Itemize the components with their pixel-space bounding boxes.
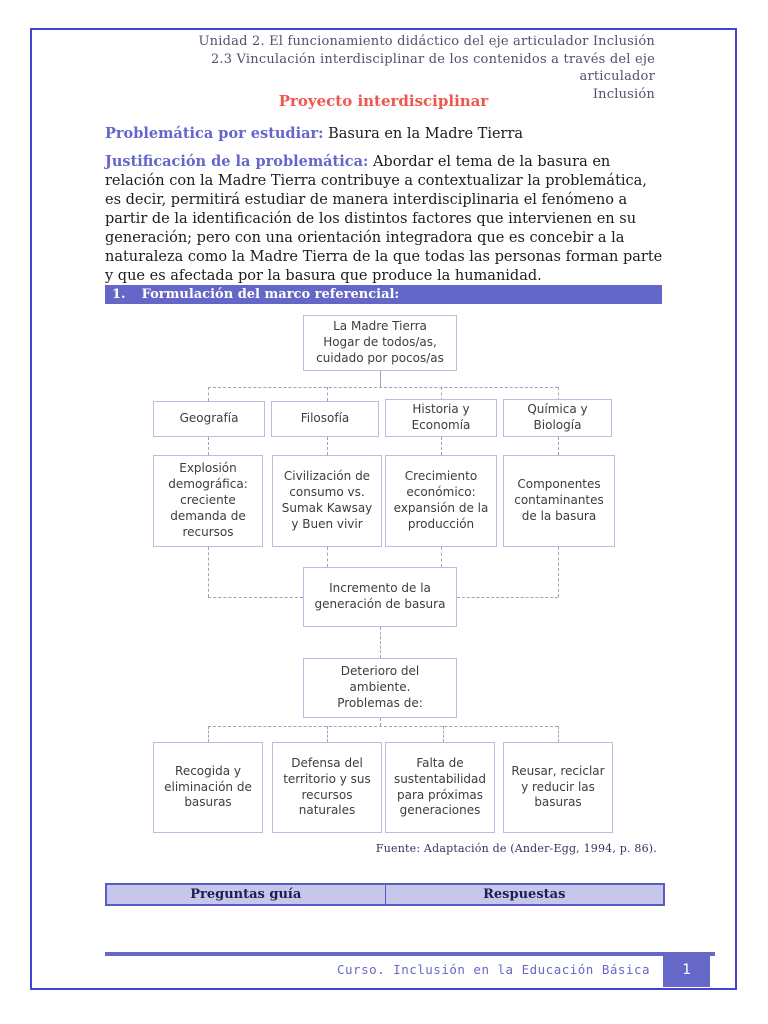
diagram-box-madre-tierra: La Madre Tierra Hogar de todos/as, cuida… [303, 315, 457, 371]
incremento-line-1: Incremento de la [329, 581, 431, 596]
connector-geografia-factor [208, 437, 209, 455]
connector-civilizacion-incremento [327, 547, 328, 567]
connector-drop-geografia [208, 387, 209, 401]
connector-drop-filosofia [327, 387, 328, 401]
page-title: Proyecto interdisciplinar [278, 92, 489, 110]
connector-deterioro-stub [380, 718, 381, 726]
connector-drop-historia [441, 387, 442, 401]
problem-statement: Problemática por estudiar: Basura en la … [105, 125, 662, 142]
footer-page-number: 1 [663, 952, 710, 987]
section-title: Formulación del marco referencial: [141, 287, 400, 302]
diagram-box-componentes-contaminantes: Componentes contaminantes de la basura [503, 455, 615, 547]
diagram-box-quimica-biologia: Química y Biología [503, 399, 612, 437]
connector-root-stub [380, 370, 381, 387]
diagram-box-falta-sustentabilidad: Falta de sustentabilidad para próximas g… [385, 742, 495, 833]
connector-drop-reusar [558, 726, 559, 742]
section-banner: 1. Formulación del marco referencial: [105, 285, 662, 304]
table-header-respuestas: Respuestas [483, 887, 566, 902]
connector-explosion-down [208, 547, 209, 597]
diagram-box-deterioro: Deterioro del ambiente. Problemas de: [303, 658, 457, 718]
incremento-line-2: generación de basura [314, 597, 446, 611]
diagram-box-incremento: Incremento de la generación de basura [303, 567, 457, 627]
connector-explosion-across [208, 597, 303, 598]
connector-drop-falta [443, 726, 444, 742]
problem-value: Basura en la Madre Tierra [323, 126, 524, 142]
deterioro-line-2: Problemas de: [337, 695, 423, 710]
connector-bottom-spanner [208, 726, 558, 727]
diagram-box-historia-economia: Historia y Economía [385, 399, 497, 437]
source-note: Fuente: Adaptación de (Ander-Egg, 1994, … [375, 842, 657, 855]
page-header: Unidad 2. El funcionamiento didáctico de… [175, 33, 655, 103]
justification-paragraph: Justificación de la problemática: Aborda… [105, 152, 665, 286]
connector-crecimiento-incremento [441, 547, 442, 567]
footer-rule [105, 952, 715, 956]
footer-course-name: Curso. Inclusión en la Educación Básica [337, 962, 650, 977]
justification-text: Abordar el tema de la basura en relación… [105, 154, 663, 284]
diagram-box-recogida: Recogida y eliminación de basuras [153, 742, 263, 833]
connector-incremento-deterioro [380, 627, 381, 658]
header-line-3: Inclusión [592, 86, 655, 102]
page-border-frame [30, 28, 737, 990]
justification-label: Justificación de la problemática: [105, 153, 369, 170]
root-line-1: La Madre Tierra [333, 319, 427, 334]
connector-quimica-factor [558, 437, 559, 455]
section-number: 1. [112, 287, 126, 302]
connector-componentes-down [558, 547, 559, 597]
diagram-box-crecimiento-economico: Crecimiento económico: expansión de la p… [385, 455, 497, 547]
diagram-box-defensa-territorio: Defensa del territorio y sus recursos na… [272, 742, 382, 833]
connector-componentes-across [457, 597, 558, 598]
diagram-box-geografia: Geografía [153, 401, 265, 437]
root-line-3: cuidado por pocos/as [316, 350, 444, 365]
diagram-box-reusar-reciclar: Reusar, reciclar y reducir las basuras [503, 742, 613, 833]
table-header-preguntas: Preguntas guía [107, 885, 386, 904]
connector-top-spanner [208, 387, 558, 388]
connector-drop-defensa [327, 726, 328, 742]
problem-label: Problemática por estudiar: [105, 125, 324, 142]
diagram-box-filosofia: Filosofía [271, 401, 379, 437]
connector-filosofia-factor [327, 437, 328, 455]
root-line-2: Hogar de todos/as, [323, 335, 437, 350]
header-line-2: 2.3 Vinculación interdisciplinar de los … [210, 51, 655, 85]
connector-drop-recogida [208, 726, 209, 742]
connector-drop-quimica [558, 387, 559, 401]
diagram-box-explosion-demografica: Explosión demográfica: creciente demanda… [153, 455, 263, 547]
diagram-box-civilizacion-consumo: Civilización de consumo vs. Sumak Kawsay… [272, 455, 382, 547]
questions-table-header: Preguntas guía Respuestas [105, 883, 665, 906]
deterioro-line-1: Deterioro del ambiente. [340, 664, 420, 695]
header-line-1: Unidad 2. El funcionamiento didáctico de… [198, 34, 655, 49]
connector-historia-factor [441, 437, 442, 455]
